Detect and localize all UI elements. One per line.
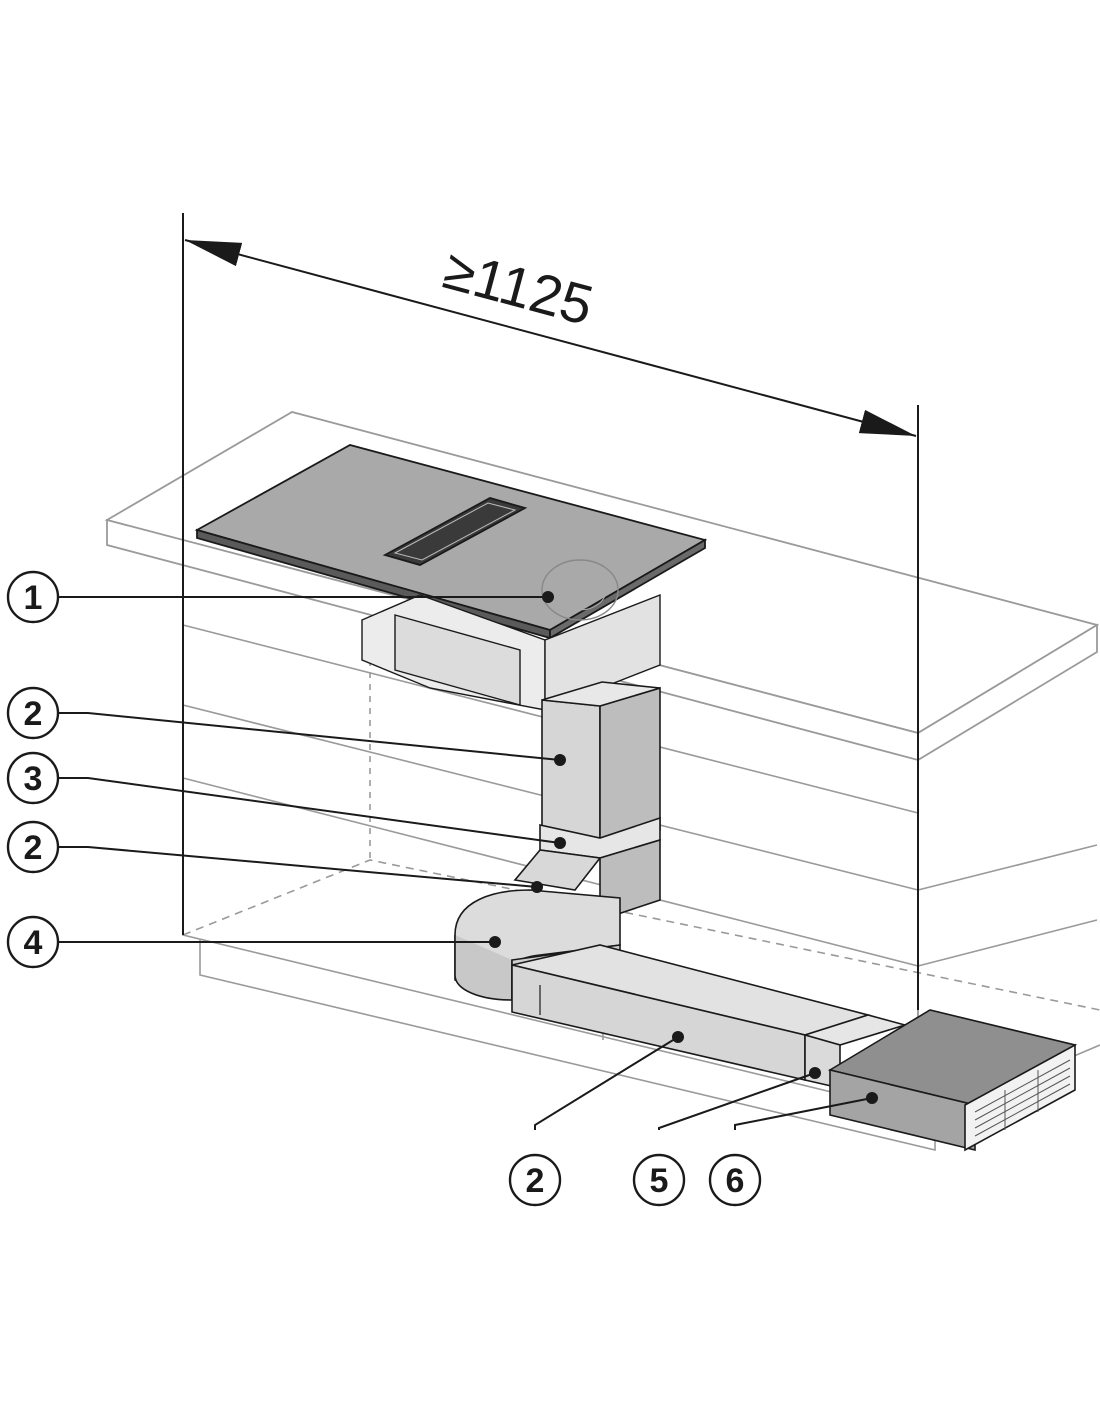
- callout-1: 1: [6, 570, 60, 624]
- callout-4: 4: [6, 915, 60, 969]
- callout-5-number: 5: [650, 1162, 669, 1200]
- vertical-duct: [541, 681, 661, 850]
- callout-2-upper-number: 2: [24, 695, 43, 733]
- callout-2-middle: 2: [6, 820, 60, 874]
- callout-5: 5: [632, 1153, 686, 1207]
- dimension-label: ≥1125: [437, 237, 599, 337]
- fan-unit: [361, 559, 661, 712]
- leader-dots: [489, 591, 878, 1104]
- callout-3: 3: [6, 751, 60, 805]
- callout-6: 6: [708, 1153, 762, 1207]
- callouts: 1 2 3 2 4 2 5 6: [6, 570, 762, 1207]
- callout-2-upper: 2: [6, 686, 60, 740]
- callout-6-number: 6: [726, 1162, 745, 1200]
- plinth-box: [827, 1009, 1078, 1152]
- callout-4-number: 4: [24, 924, 43, 962]
- callout-3-number: 3: [24, 760, 43, 798]
- grille: [964, 1043, 1076, 1152]
- leader-lines: [58, 596, 873, 1130]
- callout-2-middle-number: 2: [24, 829, 43, 867]
- callout-2-lower: 2: [508, 1153, 562, 1207]
- dimension-line: [182, 213, 919, 1010]
- fan-ring: [541, 559, 619, 621]
- downdraft-vent: [382, 497, 528, 566]
- callout-1-number: 1: [24, 579, 43, 617]
- callout-2-lower-number: 2: [526, 1162, 545, 1200]
